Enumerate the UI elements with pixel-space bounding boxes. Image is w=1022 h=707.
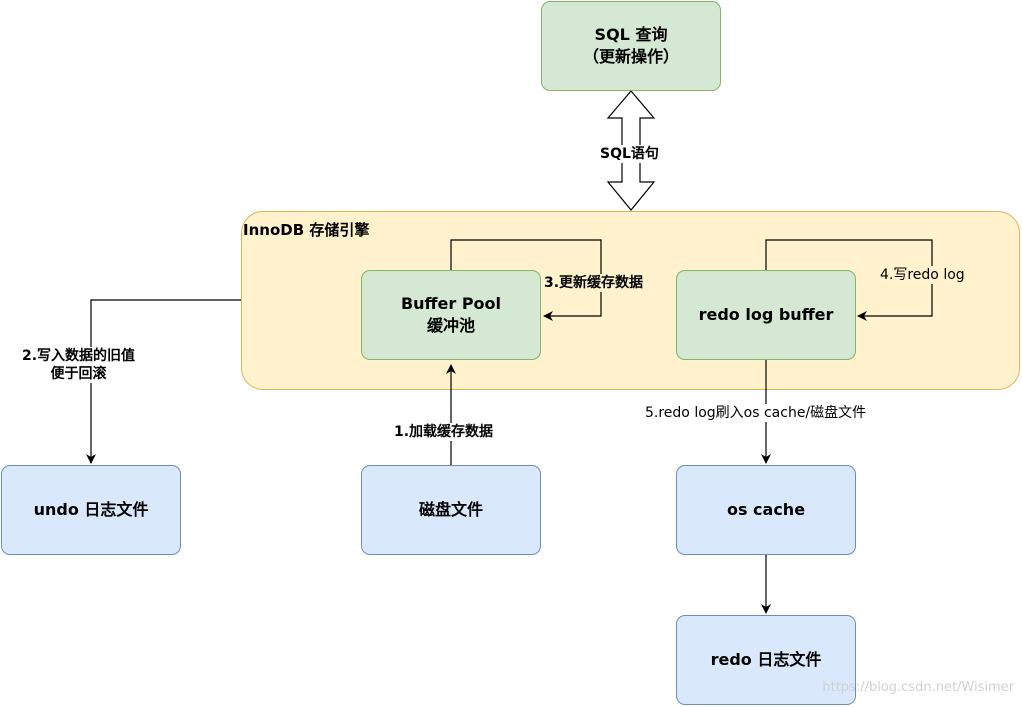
buffer-pool-node: Buffer Pool 缓冲池: [361, 270, 541, 360]
sql-query-line1: SQL 查询: [594, 25, 668, 44]
buffer-pool-line1: Buffer Pool: [400, 294, 502, 313]
sql-query-line2: （更新操作）: [582, 47, 679, 66]
step2-label: 2.写入数据的旧值 便于回滚: [22, 347, 136, 383]
redo-file-node: redo 日志文件: [676, 615, 856, 705]
os-cache-label: os cache: [726, 500, 806, 519]
redo-log-buffer-label: redo log buffer: [698, 305, 834, 324]
os-cache-node: os cache: [676, 465, 856, 555]
redo-log-buffer-node: redo log buffer: [676, 270, 856, 360]
step1-label: 1.加载缓存数据: [394, 423, 494, 441]
step2-label-line2: 便于回滚: [50, 366, 107, 382]
watermark: https://blog.csdn.net/Wisimer: [822, 680, 1014, 695]
redo-file-label: redo 日志文件: [710, 650, 822, 669]
sql-statement-label: SQL语句: [600, 145, 659, 163]
sql-query-node: SQL 查询 （更新操作）: [541, 1, 721, 91]
undo-file-node: undo 日志文件: [1, 465, 181, 555]
step5-label: 5.redo log刷入os cache/磁盘文件: [645, 404, 867, 422]
disk-file-node: 磁盘文件: [361, 465, 541, 555]
edge-step3: [450, 239, 602, 321]
undo-file-label: undo 日志文件: [33, 500, 149, 519]
innodb-title: InnoDB 存储引擎: [243, 221, 370, 239]
disk-file-label: 磁盘文件: [418, 500, 483, 519]
buffer-pool-line2: 缓冲池: [426, 316, 475, 335]
step3-label: 3.更新缓存数据: [544, 274, 644, 292]
step2-label-line1: 2.写入数据的旧值: [22, 348, 136, 364]
edge-step4: [765, 239, 933, 321]
step4-label: 4.写redo log: [880, 266, 965, 284]
edge-step2: [86, 299, 241, 464]
